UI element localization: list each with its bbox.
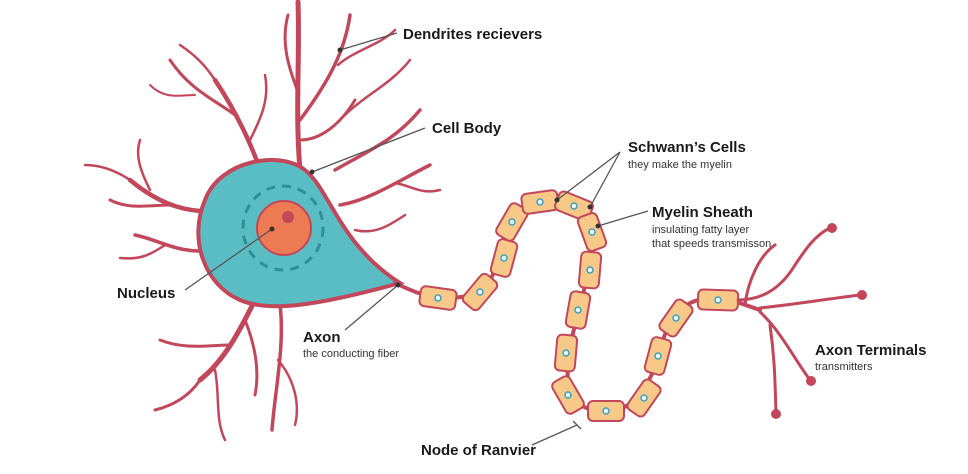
schwann-nucleus bbox=[602, 407, 610, 415]
label-schwann-subtitle: they make the myelin bbox=[628, 159, 732, 171]
terminal-button bbox=[806, 376, 816, 386]
nucleus bbox=[256, 200, 312, 256]
leader-myelin bbox=[597, 210, 649, 227]
schwann-nucleus bbox=[570, 202, 578, 210]
nucleolus bbox=[282, 211, 294, 223]
leader-dots bbox=[269, 47, 601, 288]
leader-dot bbox=[587, 204, 593, 210]
terminal-button bbox=[771, 409, 781, 419]
leader-ranvier-tick bbox=[572, 420, 582, 430]
leader-dendrites bbox=[339, 32, 398, 51]
leader-schwann-b bbox=[589, 151, 621, 208]
schwann-nucleus bbox=[654, 352, 662, 360]
schwann-nucleus bbox=[476, 288, 484, 296]
label-axon: Axon bbox=[303, 329, 341, 346]
leader-lines bbox=[184, 32, 649, 446]
schwann-nuclei bbox=[434, 198, 722, 415]
label-terminals: Axon Terminals bbox=[815, 342, 926, 359]
label-axon-subtitle: the conducting fiber bbox=[303, 348, 399, 360]
leader-axon bbox=[344, 284, 399, 331]
label-nucleus: Nucleus bbox=[117, 285, 175, 302]
leader-dot bbox=[554, 197, 560, 203]
schwann-nucleus bbox=[508, 218, 516, 226]
schwann-nucleus bbox=[586, 266, 594, 274]
label-ranvier: Node of Ranvier bbox=[421, 442, 536, 459]
schwann-nucleus bbox=[536, 198, 544, 206]
label-myelin-line1: insulating fatty layer bbox=[652, 224, 750, 236]
leader-dot bbox=[309, 169, 315, 175]
schwann-nucleus bbox=[564, 391, 572, 399]
label-schwann: Schwann’s Cells bbox=[628, 139, 746, 156]
label-myelin: Myelin Sheath bbox=[652, 204, 753, 221]
schwann-nucleus bbox=[588, 228, 596, 236]
schwann-nucleus bbox=[500, 254, 508, 262]
leader-schwann-a bbox=[556, 151, 621, 201]
leader-dot bbox=[337, 47, 343, 53]
schwann-nucleus bbox=[574, 306, 582, 314]
leader-dot bbox=[395, 282, 401, 288]
schwann-nucleus bbox=[714, 296, 722, 304]
schwann-nucleus bbox=[562, 349, 570, 357]
axon-terminals bbox=[736, 226, 862, 414]
terminal-buttons bbox=[771, 223, 867, 419]
label-terminals-subtitle: transmitters bbox=[815, 361, 873, 373]
label-cell-body: Cell Body bbox=[432, 120, 502, 137]
terminal-button bbox=[857, 290, 867, 300]
leader-cell-body bbox=[311, 127, 426, 173]
nucleus-membrane bbox=[241, 184, 325, 272]
leader-dot bbox=[269, 226, 275, 232]
leader-dot bbox=[595, 223, 601, 229]
leader-nucleus bbox=[184, 228, 273, 291]
schwann-nucleus bbox=[640, 394, 648, 402]
terminal-button bbox=[827, 223, 837, 233]
schwann-nucleus bbox=[672, 314, 680, 322]
schwann-nucleus bbox=[434, 294, 442, 302]
label-myelin-line2: that speeds transmisson bbox=[652, 238, 771, 250]
leader-ranvier bbox=[531, 424, 578, 446]
label-dendrites: Dendrites recievers bbox=[403, 26, 542, 43]
